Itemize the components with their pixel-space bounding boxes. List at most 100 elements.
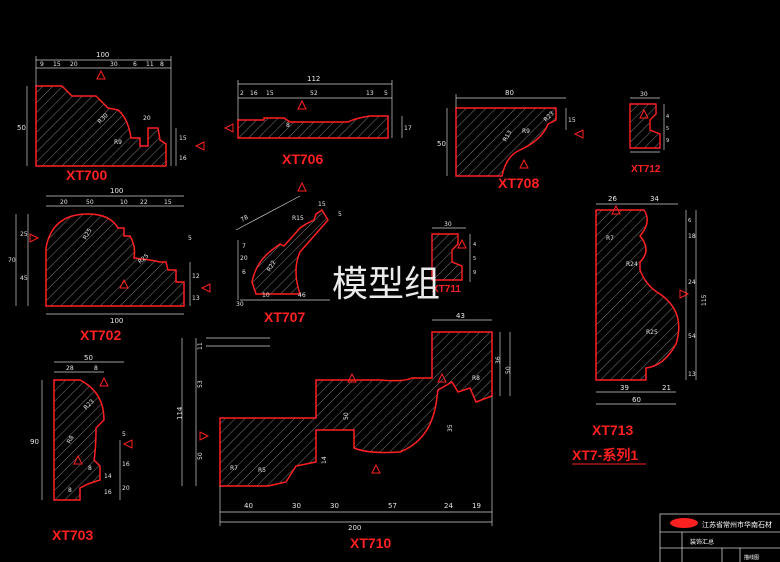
xt713-section — [595, 209, 680, 381]
xt713-side-marker — [679, 289, 690, 299]
xt710-dim-r2: R7 — [230, 465, 238, 472]
xt700-section-marker — [96, 69, 106, 80]
xt713-dim-right-1: 6 — [688, 218, 691, 224]
xt707-dim-bottom-3: 46 — [298, 292, 306, 299]
xt710-dim-left-2: 53 — [197, 380, 204, 388]
xt710-marker-bottom — [371, 463, 381, 474]
xt710-marker-right — [437, 372, 447, 383]
xt703-label: XT703 — [52, 527, 93, 543]
xt702-section — [45, 213, 185, 307]
profile-xt706: 112 2 16 15 52 13 5 17 8 XT706 — [223, 75, 412, 167]
xt710-dim-bottom-1: 40 — [244, 502, 253, 510]
xt702-dim-right-1: 5 — [188, 235, 192, 242]
xt700-dim-side-2: 16 — [179, 155, 187, 162]
xt708-section-marker — [519, 158, 529, 169]
xt707-dim-bottom-2: 10 — [262, 292, 270, 299]
xt700-dim-top-7: 8 — [160, 61, 164, 68]
xt711-dimensions — [432, 227, 471, 282]
xt702-dim-top-1: 20 — [60, 199, 68, 206]
xt711-dim-top: 30 — [444, 221, 452, 228]
xt703-dim-bottom-1: 8 — [88, 465, 92, 472]
xt710-dim-bottom-2: 30 — [292, 502, 301, 510]
xt700-dim-top-3: 20 — [70, 61, 78, 68]
xt703-dim-width: 50 — [84, 354, 93, 362]
xt713-dim-right-3: 24 — [688, 279, 696, 286]
xt711-dim-side-3: 9 — [473, 270, 476, 276]
watermark-text: 模型组 — [332, 264, 440, 305]
xt703-dim-top-1: 28 — [66, 365, 74, 372]
xt703-dim-bottom-2: 14 — [104, 473, 112, 480]
title-block-company: 江苏省常州市华南石材 — [702, 520, 772, 529]
title-block: 江苏省常州市华南石材 装饰汇总 描线图 — [659, 513, 780, 562]
xt706-label: XT706 — [282, 151, 323, 167]
xt712-marker — [639, 108, 649, 119]
xt700-label: XT700 — [66, 167, 107, 183]
xt707-dimensions — [235, 195, 330, 301]
xt707-label: XT707 — [264, 309, 305, 325]
xt710-dim-left-1: 114 — [176, 406, 184, 420]
xt703-dimensions — [41, 361, 124, 500]
xt700-dimensions — [26, 56, 177, 166]
xt710-dim-bottom-6: 19 — [472, 502, 481, 510]
xt700-dim-mid: 20 — [143, 115, 151, 122]
xt707-dim-side-3: 7 — [242, 243, 246, 250]
xt700-dim-top-4: 30 — [110, 61, 118, 68]
xt706-dim-height: 17 — [404, 125, 412, 132]
xt707-dim-top-3: 5 — [338, 211, 342, 218]
xt713-dim-r2: R24 — [626, 261, 638, 268]
xt700-section — [35, 85, 167, 167]
xt708-dim-r1: R9 — [522, 128, 530, 135]
xt710-dim-mid-2: 14 — [321, 456, 328, 464]
xt712-dim-side-3: 9 — [666, 138, 669, 144]
xt713-dim-right-2: 18 — [688, 233, 696, 240]
xt710-dim-r3: R5 — [258, 467, 266, 474]
xt702-left-marker — [29, 233, 40, 243]
xt706-dim-small: 8 — [286, 122, 290, 129]
xt713-dim-bottom-2: 21 — [662, 384, 671, 392]
xt713-label: XT713 — [592, 422, 633, 438]
xt706-dim-top-2: 16 — [250, 90, 258, 97]
xt708-dimensions — [446, 94, 567, 176]
xt711-label: XT711 — [432, 284, 461, 295]
xt706-section — [237, 115, 389, 139]
xt707-dim-top-1: 78 — [240, 214, 250, 224]
xt702-dim-top-4: 22 — [140, 199, 148, 206]
xt700-dim-top-1: 9 — [40, 61, 44, 68]
xt707-dim-top-2: 15 — [318, 201, 326, 208]
xt712-dim-side-2: 5 — [666, 126, 669, 132]
xt700-dim-width: 100 — [96, 51, 109, 59]
title-block-frame — [659, 513, 780, 562]
xt703-dim-height: 90 — [30, 438, 39, 446]
profile-xt702: 100 20 50 10 22 15 25 45 70 R25 R25 5 12… — [8, 187, 211, 343]
xt710-dim-mid-1: 50 — [343, 412, 350, 420]
xt712-dim-width: 30 — [640, 91, 648, 98]
xt707-section — [251, 208, 329, 295]
xt713-dim-right-4: 54 — [688, 333, 696, 340]
xt700-dim-top-6: 11 — [146, 61, 154, 68]
xt713-dim-top-1: 26 — [608, 195, 617, 203]
company-logo-icon — [670, 518, 698, 528]
xt706-dim-top-6: 5 — [384, 90, 388, 97]
xt703-top-marker — [99, 376, 109, 387]
xt710-dim-mid-3: 35 — [447, 424, 454, 432]
xt707-marker — [297, 181, 307, 192]
xt713-dim-r1: R7 — [606, 235, 614, 242]
xt702-dim-right-3: 13 — [192, 295, 200, 302]
xt703-dim-right-2: 16 — [122, 461, 130, 468]
xt706-dimensions — [237, 80, 403, 138]
xt710-dim-left-4: 11 — [197, 342, 204, 350]
xt702-section-marker — [119, 278, 129, 289]
xt710-dim-width: 200 — [348, 524, 361, 532]
xt706-dim-top-5: 13 — [366, 90, 374, 97]
xt706-dim-top-4: 52 — [310, 90, 318, 97]
xt711-dim-side-2: 5 — [473, 256, 476, 262]
xt702-dim-right-2: 12 — [192, 273, 200, 280]
xt702-dim-width: 100 — [110, 187, 123, 195]
xt702-dim-left-1: 25 — [20, 231, 28, 238]
xt712-dim-side-1: 4 — [666, 114, 669, 120]
xt710-marker-left — [199, 431, 210, 441]
xt711-marker — [457, 238, 467, 249]
xt703-dim-bottom-4: 8 — [68, 487, 72, 494]
xt710-dim-bottom-5: 24 — [444, 502, 453, 510]
